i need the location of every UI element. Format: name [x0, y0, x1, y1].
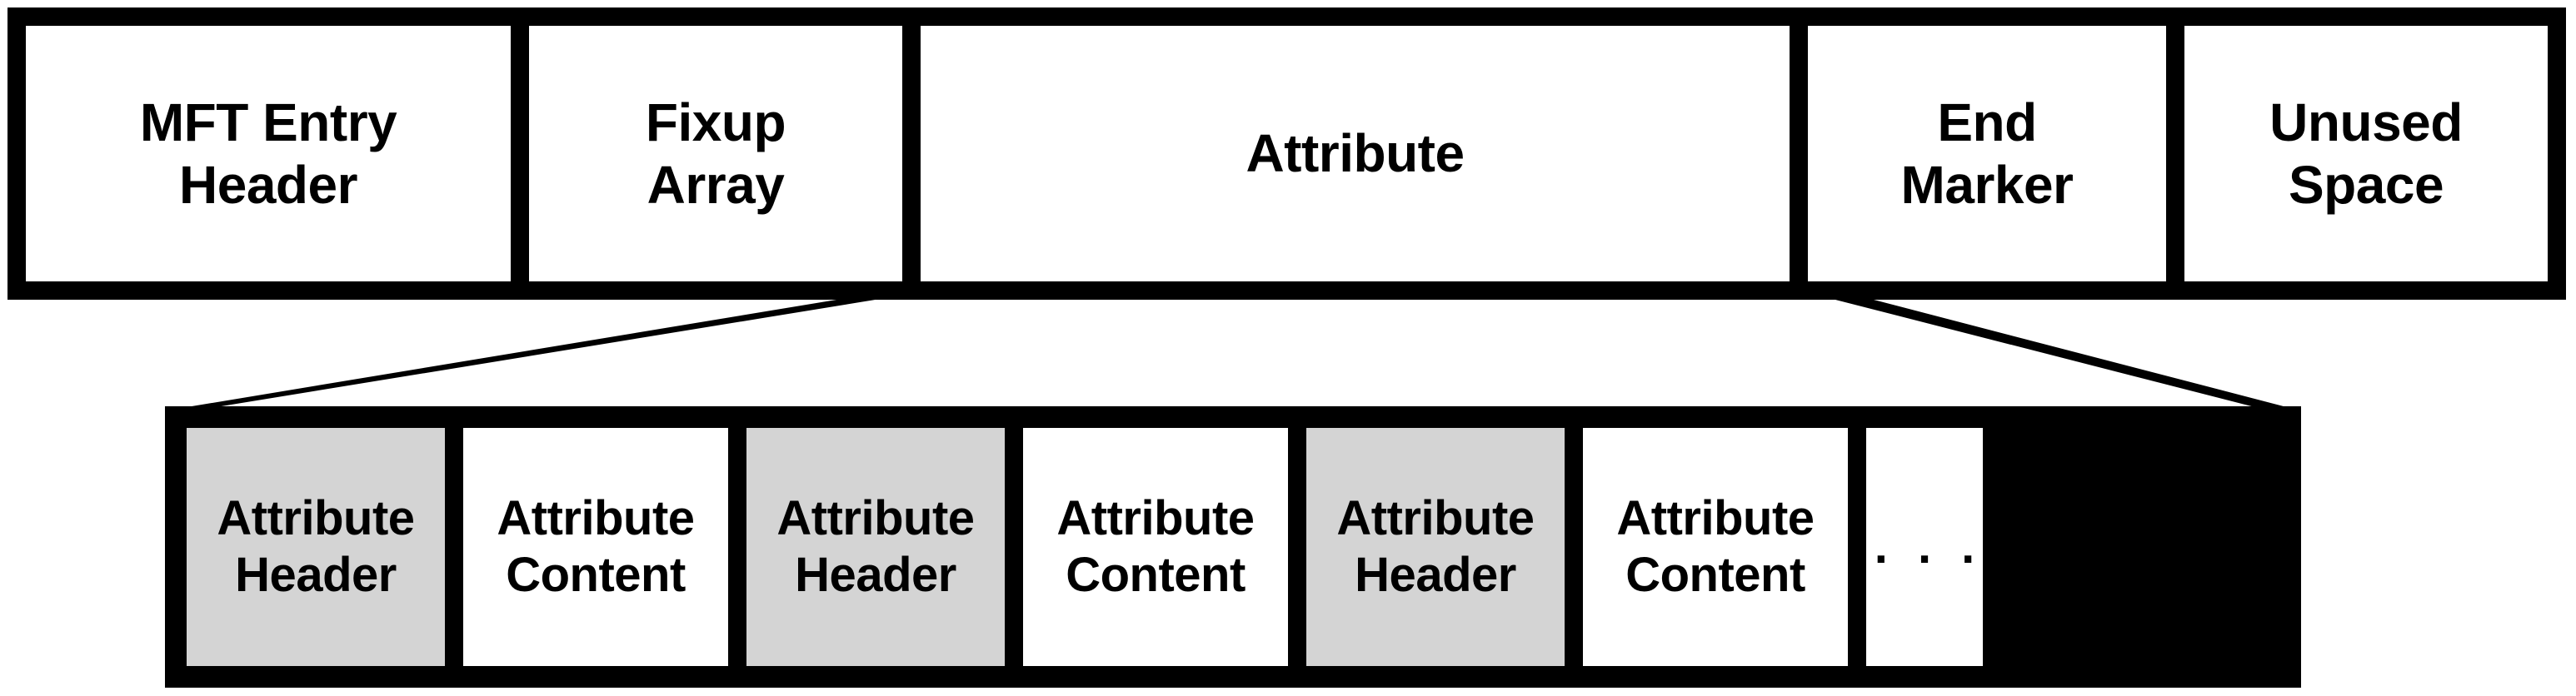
fixup-array-cell: Fixup Array	[529, 26, 921, 281]
mft-entry-row: MFT Entry Header Fixup Array Attribute E…	[7, 7, 2566, 300]
fixup-array-line1: Fixup	[645, 92, 786, 153]
attribute-header-3-line2: Header	[1355, 548, 1516, 602]
attribute-header-1-line1: Attribute	[217, 490, 415, 545]
connector-right-line	[1770, 283, 2299, 410]
end-marker-line2: Marker	[1900, 154, 2074, 215]
attribute-ellipsis-cell: . . .	[1866, 428, 1983, 666]
attribute-header-2-line1: Attribute	[776, 490, 975, 545]
mft-entry-header-line1: MFT Entry	[139, 92, 397, 153]
attribute-content-2-line1: Attribute	[1056, 490, 1255, 545]
attribute-cell: Attribute	[921, 26, 1808, 281]
connector-left-line	[167, 283, 977, 410]
unused-space-line2: Space	[2288, 154, 2444, 215]
attribute-content-2-line2: Content	[1066, 548, 1246, 602]
mft-entry-header-cell: MFT Entry Header	[26, 26, 529, 281]
mft-entry-header-line2: Header	[179, 154, 358, 215]
attribute-content-1-line1: Attribute	[497, 490, 695, 545]
attribute-header-3-line1: Attribute	[1336, 490, 1535, 545]
attribute-content-cell-3: Attribute Content	[1583, 428, 1866, 666]
attribute-ellipsis-label: . . .	[1874, 519, 1984, 574]
attribute-content-cell-2: Attribute Content	[1023, 428, 1306, 666]
end-marker-cell: End Marker	[1808, 26, 2184, 281]
unused-space-line1: Unused	[2269, 92, 2463, 153]
attribute-content-1-line2: Content	[506, 548, 686, 602]
unused-space-cell: Unused Space	[2184, 26, 2548, 281]
attribute-header-cell-2: Attribute Header	[746, 428, 1023, 666]
attribute-content-3-line1: Attribute	[1616, 490, 1815, 545]
attribute-header-1-line2: Header	[235, 548, 397, 602]
attribute-header-cell-1: Attribute Header	[187, 428, 463, 666]
fixup-array-line2: Array	[646, 154, 785, 215]
end-marker-line1: End	[1937, 92, 2037, 153]
attribute-content-3-line2: Content	[1625, 548, 1805, 602]
attribute-content-cell-1: Attribute Content	[463, 428, 746, 666]
attribute-detail-row: Attribute Header Attribute Content Attri…	[165, 406, 2301, 688]
attribute-header-2-line2: Header	[795, 548, 956, 602]
attribute-label: Attribute	[1246, 123, 1465, 184]
attribute-header-cell-3: Attribute Header	[1306, 428, 1583, 666]
